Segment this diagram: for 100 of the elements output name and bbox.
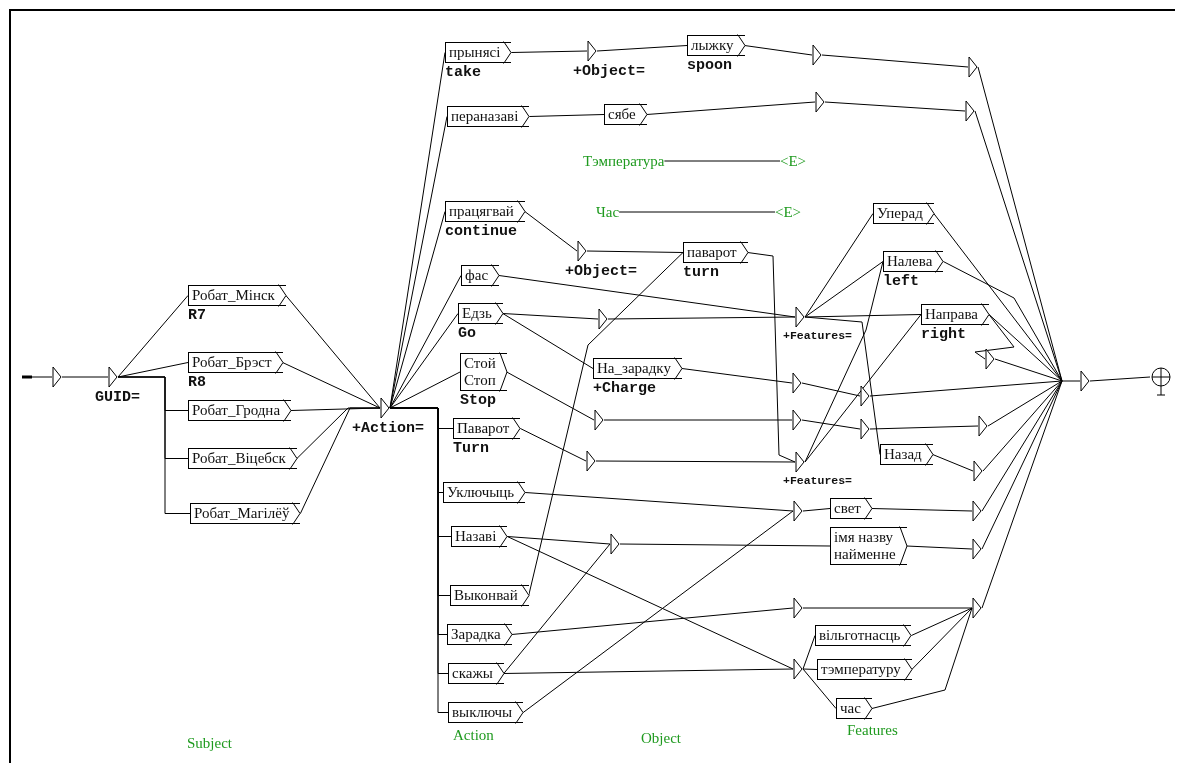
comment-text: <E> (775, 204, 802, 220)
graph-box: Робат_Магілёў (190, 503, 301, 524)
graph-box: Назаві (451, 526, 508, 547)
transition-line (389, 211, 446, 409)
transition-line (801, 382, 861, 397)
transition-line (607, 316, 796, 320)
transition-line (285, 295, 381, 409)
graph-box: Уключыць (443, 482, 526, 503)
transition-line (389, 371, 461, 409)
graph-box: Зарадка (447, 624, 512, 645)
graph-box: свет (830, 498, 872, 519)
transition-line (869, 425, 979, 430)
graph-box: працягвай (445, 201, 525, 222)
transition-line (747, 252, 796, 463)
graph-box: выключы (448, 702, 524, 723)
transition-line (1089, 376, 1151, 382)
transition-line (502, 313, 594, 369)
transition-line (663, 160, 781, 162)
transition-line (871, 508, 973, 512)
transition-line (802, 508, 831, 512)
transition-line (871, 607, 973, 709)
output-text: right (921, 326, 966, 343)
section-label: Subject (187, 735, 232, 752)
transition-line (906, 545, 973, 550)
transition-line (994, 358, 1063, 382)
output-text: +Features= (783, 474, 852, 488)
transition-line (974, 110, 1063, 382)
transition-line (802, 607, 973, 609)
transition-line (804, 314, 922, 318)
output-text: +Features= (783, 329, 852, 343)
transition-line (681, 368, 793, 384)
transition-line (942, 261, 1063, 382)
comment-text: Час (596, 204, 620, 220)
transition-line (506, 536, 794, 670)
graph-box: тэмпературу (817, 659, 912, 680)
transition-line (506, 371, 595, 421)
graph-box: На_зарадку (593, 358, 682, 379)
output-text: R8 (188, 374, 206, 391)
output-text: GUID= (95, 389, 140, 406)
graph-box: Назад (880, 444, 933, 465)
comment-text: Тэмпература (583, 153, 665, 169)
transition-line (618, 211, 776, 213)
transition-line (503, 668, 794, 674)
transition-line (802, 668, 837, 709)
output-text: +Object= (565, 263, 637, 280)
output-text: +Charge (593, 380, 656, 397)
output-text: +Object= (573, 63, 645, 80)
comment-text: <E> (780, 153, 807, 169)
section-label: Features (847, 722, 898, 739)
output-text: continue (445, 223, 517, 240)
transition-line (981, 380, 1063, 512)
output-text: +Action= (352, 420, 424, 437)
transition-line (802, 668, 818, 670)
transition-line (982, 380, 1063, 472)
transition-line (974, 314, 1015, 360)
graph-box: Робат_Віцебск (188, 448, 297, 469)
graph-box: Робат_Мінск (188, 285, 286, 306)
output-text: left (883, 273, 919, 290)
transition-line (528, 114, 605, 117)
transition-line (596, 45, 688, 52)
transition-line (511, 607, 794, 635)
transition-line (744, 45, 813, 56)
transition-line (988, 314, 1063, 382)
transition-line (869, 380, 1063, 397)
output-text: Turn (453, 440, 489, 457)
transition-line (299, 407, 381, 514)
transition-line (801, 419, 861, 430)
transition-line (804, 314, 922, 463)
graph-box: час (836, 698, 872, 719)
output-text: Stop (460, 392, 496, 409)
graph-box: Уперад (873, 203, 934, 224)
transition-line (117, 376, 191, 514)
transition-line (524, 211, 578, 252)
graph-box: скажы (448, 663, 504, 684)
graph-box: паварот (683, 242, 748, 263)
graph-box: Едзь (458, 303, 503, 324)
transition-line (646, 101, 816, 115)
transition-line (910, 607, 973, 636)
output-text: take (445, 64, 481, 81)
transition-line (506, 536, 611, 545)
output-text: R7 (188, 307, 206, 324)
output-text: Go (458, 325, 476, 342)
graph-box: Робат_Гродна (188, 400, 292, 421)
graph-box: Направа (921, 304, 990, 325)
transition-line (804, 261, 884, 463)
transition-line (603, 419, 793, 421)
transition-line (981, 380, 1063, 609)
graph-box: сябе (604, 104, 647, 125)
graph-box: пераназаві (447, 106, 530, 127)
section-label: Action (453, 727, 494, 744)
graph-box: лыжку (687, 35, 745, 56)
transition-line (586, 250, 684, 253)
transition-line (510, 50, 588, 53)
transition-line (61, 376, 109, 378)
graph-box: фас (461, 265, 500, 286)
transition-line (524, 492, 794, 512)
transition-line (911, 607, 973, 670)
transition-line (519, 428, 587, 462)
transition-line (389, 313, 459, 409)
transition-line (804, 213, 874, 318)
